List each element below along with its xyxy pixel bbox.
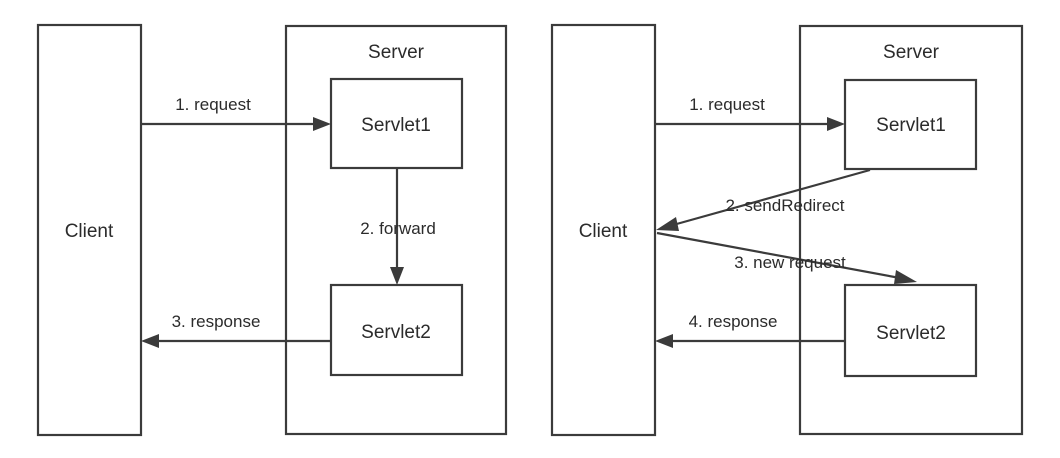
arrowhead-icon <box>894 270 917 284</box>
redirect-servlet2-label: Servlet2 <box>876 323 946 344</box>
arrowhead-icon <box>313 117 331 131</box>
redirect-servlet1-label: Servlet1 <box>876 115 946 136</box>
redirect-client-box[interactable] <box>550 23 657 437</box>
forward-arrow-forward <box>390 168 404 285</box>
forward-label-3-response: 3. response <box>172 312 261 331</box>
redirect-label-1-request: 1. request <box>689 95 765 114</box>
arrowhead-icon <box>656 217 679 231</box>
redirect-label-3-newrequest: 3. new request <box>734 253 846 272</box>
arrowhead-icon <box>827 117 845 131</box>
redirect-arrow-response <box>655 334 845 348</box>
redirect-servlet1-box[interactable] <box>843 78 978 171</box>
redirect-label-4-response: 4. response <box>689 312 778 331</box>
redirect-client-label: Client <box>579 221 628 242</box>
forward-arrow-request <box>141 117 331 131</box>
redirect-arrow-sendredirect <box>656 168 871 231</box>
forward-diagram: Client Server Servlet1 Servlet2 1. reque… <box>36 23 508 437</box>
redirect-label-2-sendredirect: 2. sendRedirect <box>725 196 844 215</box>
forward-label-2-forward: 2. forward <box>360 219 436 238</box>
arrowhead-icon <box>141 334 159 348</box>
forward-servlet1-box[interactable] <box>329 77 464 170</box>
forward-server-label: Server <box>368 42 425 63</box>
forward-client-label: Client <box>65 221 114 242</box>
forward-servlet2-box[interactable] <box>329 283 464 377</box>
redirect-servlet2-box[interactable] <box>843 283 978 378</box>
forward-servlet2-label: Servlet2 <box>361 322 431 343</box>
redirect-arrow-newrequest <box>656 231 917 284</box>
forward-label-1-request: 1. request <box>175 95 251 114</box>
redirect-server-label: Server <box>883 42 940 63</box>
forward-client-box[interactable] <box>36 23 143 437</box>
forward-arrow-response <box>141 334 331 348</box>
forward-servlet1-label: Servlet1 <box>361 115 431 136</box>
redirect-diagram: Client Server Servlet1 Servlet2 1. reque… <box>550 23 1024 437</box>
arrowhead-icon <box>655 334 673 348</box>
redirect-arrow-request <box>655 117 845 131</box>
arrowhead-icon <box>390 267 404 285</box>
